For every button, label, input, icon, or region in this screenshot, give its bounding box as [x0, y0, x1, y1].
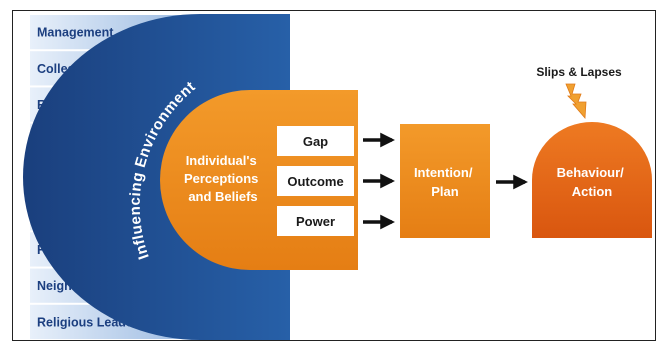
diagram-frame [12, 10, 656, 341]
influencer-label: Management [37, 26, 114, 40]
behaviour-action-shape [532, 122, 652, 238]
intention-plan-label: Intention/ Plan [414, 165, 476, 199]
factor-gap-box: Gap [277, 126, 354, 156]
factor-outcome-box: Outcome [277, 166, 354, 196]
behaviour-action-label: Behaviour/ Action [557, 165, 628, 199]
intention-plan-box [400, 124, 490, 238]
perceptions-label: Individual's Perceptions and Beliefs [184, 153, 262, 204]
svg-text:Power: Power [296, 214, 335, 229]
factor-power-box: Power [277, 206, 354, 236]
svg-text:Gap: Gap [303, 134, 328, 149]
svg-text:Outcome: Outcome [287, 174, 343, 189]
lightning-bolt-icon [565, 83, 587, 120]
slips-lapses-label: Slips & Lapses [536, 65, 622, 79]
